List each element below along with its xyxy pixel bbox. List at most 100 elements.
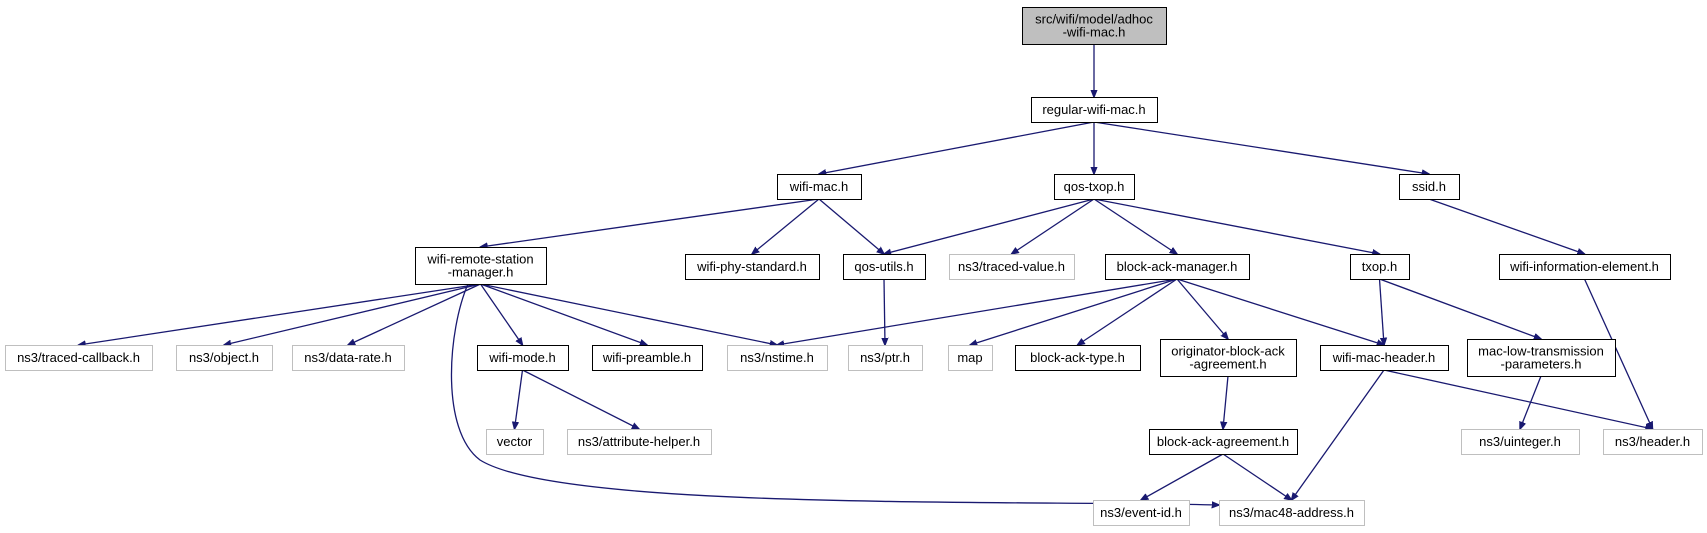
edge-line <box>224 283 481 345</box>
edge-line <box>79 283 481 345</box>
node-qosutils[interactable]: qos-utils.h <box>843 254 926 280</box>
node-bam[interactable]: block-ack-manager.h <box>1105 254 1250 280</box>
edge-line <box>1383 369 1653 429</box>
node-box <box>1105 254 1250 280</box>
node-box <box>843 254 926 280</box>
node-wifimode[interactable]: wifi-mode.h <box>477 345 569 371</box>
node-vector: vector <box>486 429 544 455</box>
edge-bam-to-wmh <box>1176 278 1384 345</box>
node-box <box>1603 429 1703 455</box>
edge-bam-to-map <box>970 278 1178 345</box>
edge-wmh-to-header <box>1383 369 1653 429</box>
edge-line <box>819 121 1095 174</box>
node-box <box>176 345 273 371</box>
node-label: regular-wifi-mac.h <box>1042 102 1145 117</box>
edge-line <box>480 283 648 345</box>
node-label: block-ack-type.h <box>1030 350 1125 365</box>
node-wifimac[interactable]: wifi-mac.h <box>777 174 862 200</box>
node-label: block-ack-agreement.h <box>1157 434 1289 449</box>
edge-mltp-to-uinteger <box>1520 375 1542 429</box>
node-eventid: ns3/event-id.h <box>1093 500 1190 526</box>
node-txop[interactable]: txop.h <box>1350 254 1410 280</box>
node-box <box>1149 429 1298 455</box>
edge-wrsm-to-object <box>224 283 481 345</box>
node-object: ns3/object.h <box>176 345 273 371</box>
node-wmh[interactable]: wifi-mac-header.h <box>1320 345 1449 371</box>
node-ssid[interactable]: ssid.h <box>1399 174 1460 200</box>
node-label: ns3/uinteger.h <box>1479 434 1561 449</box>
node-label: ns3/ptr.h <box>860 350 910 365</box>
node-label: ns3/object.h <box>189 350 259 365</box>
edge-wifimode-to-attr <box>522 369 640 429</box>
edge-line <box>1428 198 1585 254</box>
node-box <box>415 247 547 285</box>
edge-baa-to-eventid <box>1141 453 1224 500</box>
node-qostxop[interactable]: qos-txop.h <box>1054 174 1135 200</box>
node-label: -agreement.h <box>1189 357 1266 372</box>
edge-line <box>1379 278 1542 339</box>
edge-qostxop-to-tracedval <box>1012 198 1095 254</box>
node-preamble[interactable]: wifi-preamble.h <box>592 345 703 371</box>
edge-line <box>1012 198 1095 254</box>
node-uinteger: ns3/uinteger.h <box>1461 429 1580 455</box>
node-box <box>848 345 923 371</box>
node-batype[interactable]: block-ack-type.h <box>1015 345 1141 371</box>
edge-regular-to-wifimac <box>819 121 1095 174</box>
node-label: ns3/attribute-helper.h <box>578 434 700 449</box>
edge-line <box>1093 198 1177 254</box>
node-label: wifi-phy-standard.h <box>696 259 807 274</box>
node-label: originator-block-ack <box>1171 344 1285 359</box>
node-box <box>567 429 712 455</box>
node-mltp[interactable]: mac-low-transmission-parameters.h <box>1467 339 1616 377</box>
node-wrsm[interactable]: wifi-remote-station-manager.h <box>415 247 547 285</box>
node-label: src/wifi/model/adhoc <box>1035 12 1153 27</box>
edge-line <box>450 283 1219 505</box>
node-wie[interactable]: wifi-information-element.h <box>1499 254 1671 280</box>
edge-oba-to-baa <box>1223 375 1229 429</box>
node-box <box>1022 7 1167 45</box>
node-adhoc[interactable]: src/wifi/model/adhoc-wifi-mac.h <box>1022 7 1167 45</box>
edge-wrsm-to-preamble <box>480 283 648 345</box>
edge-baa-to-mac48 <box>1222 453 1292 500</box>
edge-wifimac-to-wrsm <box>481 198 820 247</box>
edge-qostxop-to-txop <box>1093 198 1380 254</box>
node-box <box>1160 339 1297 377</box>
node-label: -wifi-mac.h <box>1063 25 1126 40</box>
edge-wrsm-to-wifimode <box>479 283 523 345</box>
node-box <box>685 254 820 280</box>
node-box <box>5 345 153 371</box>
edge-txop-to-wmh <box>1378 278 1385 345</box>
node-label: map <box>957 350 982 365</box>
edge-wifimode-to-vector <box>515 369 524 429</box>
node-box <box>727 345 828 371</box>
node-box <box>949 254 1075 280</box>
node-box <box>1031 97 1158 123</box>
edge-wrsm-to-mac48 <box>450 283 1219 505</box>
edge-line <box>884 198 1095 254</box>
node-label: wifi-information-element.h <box>1509 259 1659 274</box>
edge-line <box>1093 121 1429 174</box>
node-box <box>1320 345 1449 371</box>
edge-line <box>1222 453 1292 500</box>
edge-wrsm-to-datarate <box>348 283 481 345</box>
edge-wmh-to-mac48 <box>1292 369 1385 500</box>
edge-bam-to-oba <box>1176 278 1228 339</box>
node-baa[interactable]: block-ack-agreement.h <box>1149 429 1298 455</box>
node-phystd[interactable]: wifi-phy-standard.h <box>685 254 820 280</box>
node-oba[interactable]: originator-block-ack-agreement.h <box>1160 339 1297 377</box>
node-label: wifi-mode.h <box>488 350 555 365</box>
node-mac48: ns3/mac48-address.h <box>1219 500 1365 526</box>
node-header: ns3/header.h <box>1603 429 1703 455</box>
node-box <box>1499 254 1671 280</box>
node-tracedval: ns3/traced-value.h <box>949 254 1075 280</box>
node-box <box>777 174 862 200</box>
edge-regular-to-ssid <box>1093 121 1429 174</box>
edge-line <box>1223 375 1229 429</box>
node-label: ns3/event-id.h <box>1100 505 1182 520</box>
edge-line <box>1176 278 1228 339</box>
node-box <box>1399 174 1460 200</box>
node-regular[interactable]: regular-wifi-mac.h <box>1031 97 1158 123</box>
edge-line <box>818 198 884 254</box>
edge-line <box>752 198 820 254</box>
node-box <box>592 345 703 371</box>
